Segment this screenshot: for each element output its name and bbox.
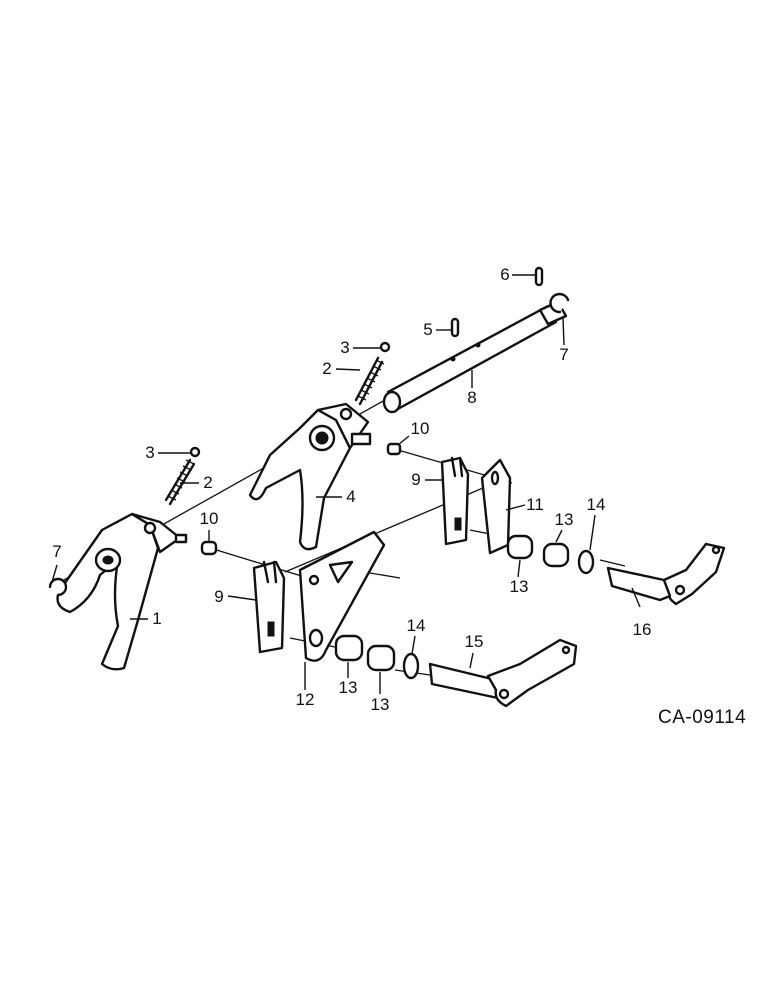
rollers-washers-lower bbox=[334, 634, 420, 680]
callout-6: 6 bbox=[500, 265, 510, 284]
callout-13: 13 bbox=[370, 695, 390, 714]
leader-lines bbox=[51, 274, 641, 694]
shift-fork-right bbox=[248, 402, 372, 551]
detent-spring-right bbox=[354, 341, 391, 406]
gasket bbox=[480, 458, 512, 555]
shift-levers bbox=[252, 456, 470, 654]
callout-10: 10 bbox=[199, 509, 219, 528]
shift-arm-lower bbox=[428, 638, 578, 708]
callout-2: 2 bbox=[322, 359, 332, 378]
callout-2: 2 bbox=[203, 473, 213, 492]
callout-14: 14 bbox=[586, 495, 606, 514]
rollers-washers-upper bbox=[506, 534, 595, 575]
callout-3: 3 bbox=[145, 443, 155, 462]
callout-5: 5 bbox=[423, 320, 433, 339]
callout-4: 4 bbox=[346, 487, 356, 506]
callout-15: 15 bbox=[464, 632, 484, 651]
callout-9: 9 bbox=[214, 587, 224, 606]
callout-12: 12 bbox=[295, 690, 315, 709]
callout-11: 11 bbox=[526, 495, 544, 514]
callout-14: 14 bbox=[406, 616, 426, 635]
callout-8: 8 bbox=[467, 388, 477, 407]
shift-arm-upper bbox=[606, 542, 726, 606]
callout-10: 10 bbox=[410, 419, 430, 438]
snap-rings bbox=[48, 292, 570, 597]
guide-plate bbox=[298, 530, 386, 662]
callout-13: 13 bbox=[554, 510, 574, 529]
callout-13: 13 bbox=[338, 678, 358, 697]
callout-13: 13 bbox=[509, 577, 529, 596]
callout-16: 16 bbox=[632, 620, 652, 639]
callout-7: 7 bbox=[559, 345, 569, 364]
callout-3: 3 bbox=[340, 338, 350, 357]
figure-code: CA-09114 bbox=[658, 707, 747, 728]
callout-1: 1 bbox=[152, 609, 162, 628]
callout-7: 7 bbox=[52, 542, 62, 561]
bushings bbox=[200, 442, 402, 556]
shift-fork-left bbox=[56, 512, 188, 671]
roll-pins bbox=[450, 266, 544, 338]
detent-spring-left bbox=[164, 446, 201, 506]
callout-9: 9 bbox=[411, 470, 421, 489]
